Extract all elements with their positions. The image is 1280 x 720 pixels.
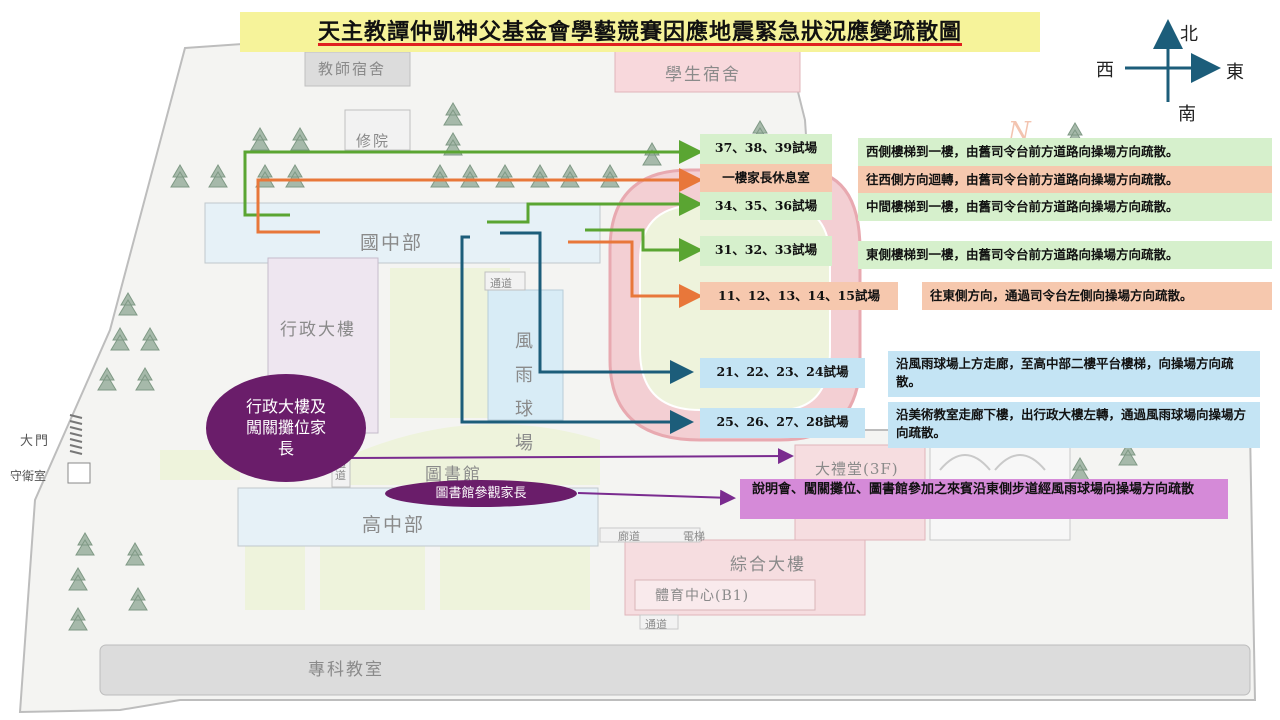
teacher-dorm-label: 教師宿舍 [318,60,387,78]
route-label-21-24: 21、22、23、24試場 [700,358,865,388]
junior-high-label: 國中部 [360,232,424,254]
passage-label-3: 通道 [645,618,667,631]
route-desc-21-24: 沿風雨球場上方走廊，至高中部二樓平台樓梯，向操場方向疏散。 [888,351,1260,397]
elevator-label: 電梯 [683,530,705,543]
orange-routes [256,168,703,308]
route-label-34-36: 34、35、36試場 [700,192,832,220]
special-classroom-block [99,644,1251,696]
passage-label-1: 通道 [490,277,512,290]
guest-evacuation-note: 說明會、闖關攤位、圖書館參加之來賓沿東側步道經風雨球場向操場方向疏散 [740,479,1228,519]
blue-routes [460,231,694,434]
special-classroom-label: 專科教室 [308,660,384,680]
map-title: 天主教譚仲凱神父基金會學藝競賽因應地震緊急狀況應變疏散圖 [240,12,1040,52]
sports-center-label: 體育中心(B1) [655,588,750,604]
corridor-label: 廊道 [618,530,640,543]
library-parents-oval: 圖書館參觀家長 [385,480,577,507]
auditorium-label: 大禮堂(3F) [815,460,899,478]
route-desc-25-28: 沿美術教室走廊下樓，出行政大樓左轉，通過風雨球場向操場方向疏散。 [888,402,1260,448]
route-label-31-33: 31、32、33試場 [700,236,832,266]
guard-room-block [67,462,91,484]
purple-routes [347,448,794,506]
route-desc-37-39: 西側樓梯到一樓，由舊司令台前方道路向操場方向疏散。 [858,138,1272,166]
route-desc-31-33: 東側樓梯到一樓，由舊司令台前方道路向操場方向疏散。 [858,241,1272,269]
student-dorm-block [614,47,801,93]
green-routes [243,140,703,262]
guard-room-label: 守衛室 [10,469,47,483]
xiuyuan-label: 修院 [356,132,391,150]
compass-south-label: 南 [1178,104,1196,125]
route-desc-11-15: 往東側方向，通過司令台左側向操場方向疏散。 [922,282,1272,310]
xiuyuan-block [344,109,411,151]
route-desc-34-36: 中間樓梯到一樓，由舊司令台前方道路向操場方向疏散。 [858,193,1272,221]
admin-parents-oval: 行政大樓及闖關攤位家長 [206,374,366,482]
compass-arrows [1125,19,1221,102]
student-dorm-label: 學生宿舍 [665,65,741,85]
route-desc-parent-lounge: 往西側方向迴轉，由舊司令台前方道路向操場方向疏散。 [858,166,1272,194]
route-label-25-28: 25、26、27、28試場 [700,408,865,438]
compass-west-label: 西 [1096,60,1114,81]
rain-court-label: 風雨球場 [515,331,535,454]
route-label-parent-lounge: 一樓家長休息室 [700,164,832,192]
main-gate-label: 大門 [20,434,51,449]
teacher-dorm-block [304,51,411,87]
compass-east-label: 東 [1226,62,1244,83]
compass-north-label: 北 [1180,24,1198,45]
complex-label: 綜合大樓 [730,555,806,575]
route-label-37-39: 37、38、39試場 [700,134,832,164]
senior-high-label: 高中部 [362,514,426,536]
admin-label: 行政大樓 [280,320,356,340]
rain-court-block [487,289,564,421]
route-label-11-15: 11、12、13、14、15試場 [700,282,898,310]
